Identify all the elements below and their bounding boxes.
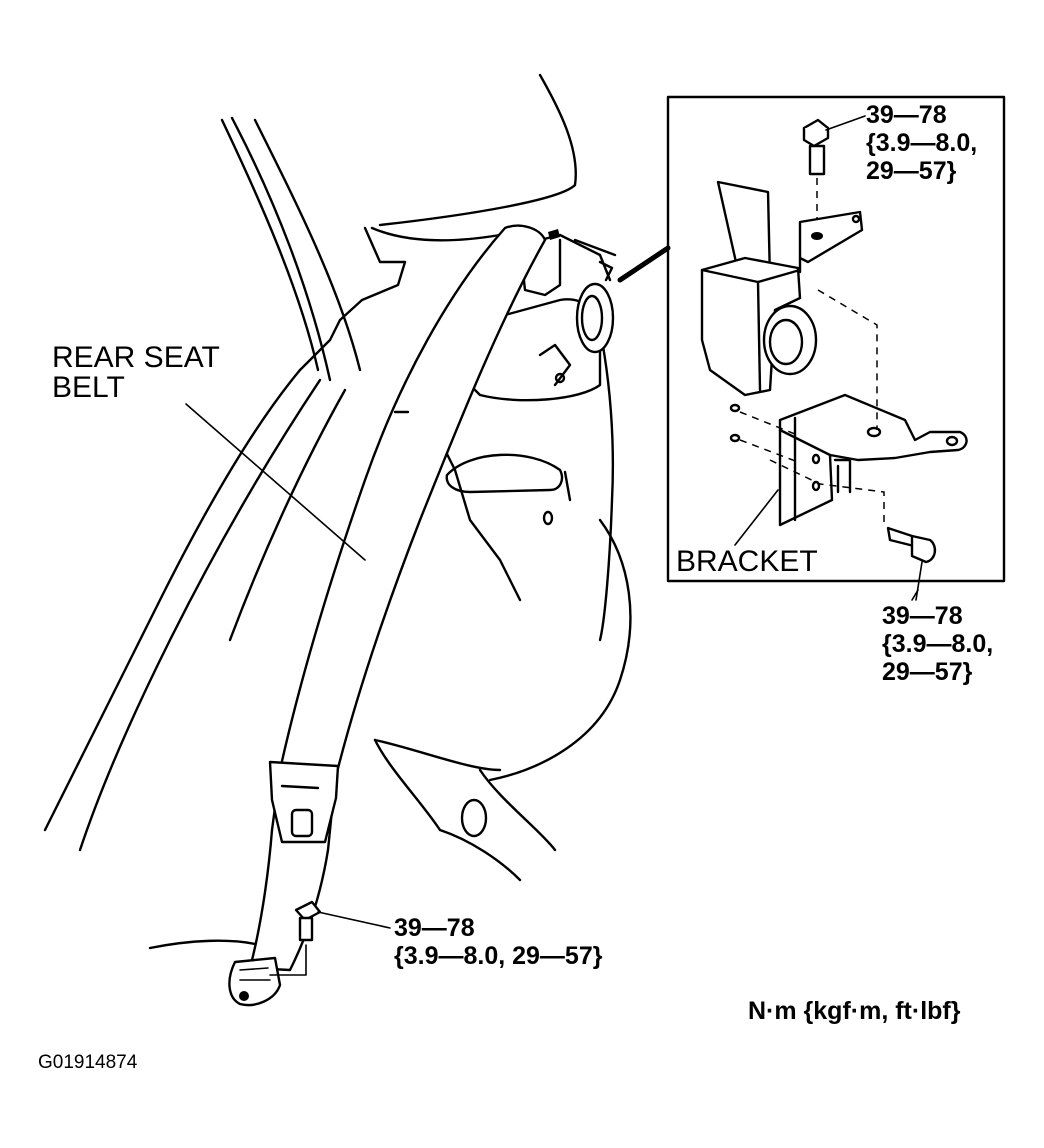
torque-callout-inset-top-line1: 39—78 xyxy=(866,101,947,129)
inset-retractor-detail xyxy=(700,115,968,601)
rear-seat-belt-leader xyxy=(185,403,366,561)
bracket-label: BRACKET xyxy=(676,545,818,578)
rear-seat-belt-label: REAR SEAT BELT xyxy=(52,341,220,404)
belt-webbing xyxy=(228,224,547,1007)
lower-anchor-bolt xyxy=(269,900,391,976)
torque-callout-lower-anchor: 39—78 {3.9—8.0, 29—57} xyxy=(394,914,602,970)
torque-callout-inset-side-line3: 29—57} xyxy=(882,658,973,686)
rear-seat-belt-label-line1: REAR SEAT xyxy=(52,341,220,374)
torque-callout-inset-top-line2: {3.9—8.0, xyxy=(866,129,978,157)
inset-side-bolt-leader xyxy=(911,589,919,601)
detail-inset-frame xyxy=(666,95,1006,583)
torque-callout-lower-anchor-line2: {3.9—8.0, 29—57} xyxy=(394,942,603,970)
figure-id: G01914874 xyxy=(38,1052,138,1073)
rear-seat-belt-label-line2: BELT xyxy=(52,370,125,404)
torque-callout-lower-anchor-line1: 39—78 xyxy=(394,914,475,942)
torque-callout-inset-top: 39—78 {3.9—8.0, 29—57} xyxy=(866,101,977,185)
units-legend: N·m {kgf·m, ft·lbf} xyxy=(748,997,961,1025)
body-panel-outline xyxy=(43,73,577,950)
torque-callout-inset-side-line1: 39—78 xyxy=(882,602,963,630)
torque-callout-inset-top-line3: 29—57} xyxy=(866,157,957,185)
torque-callout-inset-side-line2: {3.9—8.0, xyxy=(882,630,994,658)
torque-callout-inset-side: 39—78 {3.9—8.0, 29—57} xyxy=(882,602,993,686)
